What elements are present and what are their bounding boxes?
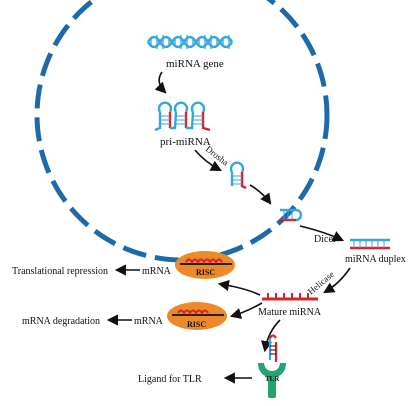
nucleus-membrane bbox=[34, 0, 330, 263]
label-mrna-degradation: mRNA degradation bbox=[22, 316, 100, 327]
arrow-export bbox=[249, 184, 272, 205]
label-dicer: Dicer bbox=[314, 234, 337, 245]
label-pri-mirna: pri-miRNA bbox=[160, 136, 211, 148]
arrow-dicer bbox=[299, 225, 345, 242]
arrow-drosha bbox=[194, 149, 222, 172]
label-tlr: TLR bbox=[265, 375, 280, 383]
label-mrna-top: mRNA bbox=[142, 266, 172, 277]
label-risc-bottom: RISC bbox=[187, 320, 206, 329]
arrow-gene-to-pri bbox=[154, 71, 167, 94]
pre-mirna-hairpin-icon bbox=[229, 161, 247, 190]
arrow-helicase bbox=[323, 267, 351, 294]
label-mirna-duplex: miRNA duplex bbox=[345, 254, 406, 265]
risc-complex-bottom bbox=[167, 302, 227, 330]
label-drosha: Drosha bbox=[204, 144, 231, 168]
arrow-to-risc-top bbox=[217, 279, 261, 296]
label-mature-mirna: Mature miRNA bbox=[258, 307, 322, 318]
label-helicase: Helicase bbox=[306, 269, 336, 297]
pri-mirna-hairpins-icon bbox=[154, 101, 211, 132]
label-ligand-for-tlr: Ligand for TLR bbox=[138, 374, 202, 385]
label-mirna-gene: miRNA gene bbox=[166, 58, 224, 70]
label-risc-top: RISC bbox=[196, 268, 215, 277]
mature-mirna-strand-icon bbox=[262, 293, 318, 301]
label-translational-repression: Translational repression bbox=[12, 266, 108, 277]
tlr-receptor-icon bbox=[258, 363, 286, 398]
risc-complex-top bbox=[175, 251, 235, 279]
cytoplasmic-pre-mirna-icon bbox=[280, 208, 303, 222]
arrow-to-risc-bottom bbox=[229, 302, 263, 319]
tlr-ligand-mirna-icon bbox=[268, 334, 278, 362]
mirna-duplex-icon bbox=[350, 238, 390, 250]
dna-helix-icon bbox=[146, 35, 234, 49]
label-mrna-bottom: mRNA bbox=[134, 316, 164, 327]
arrow-to-tlr bbox=[260, 319, 281, 353]
